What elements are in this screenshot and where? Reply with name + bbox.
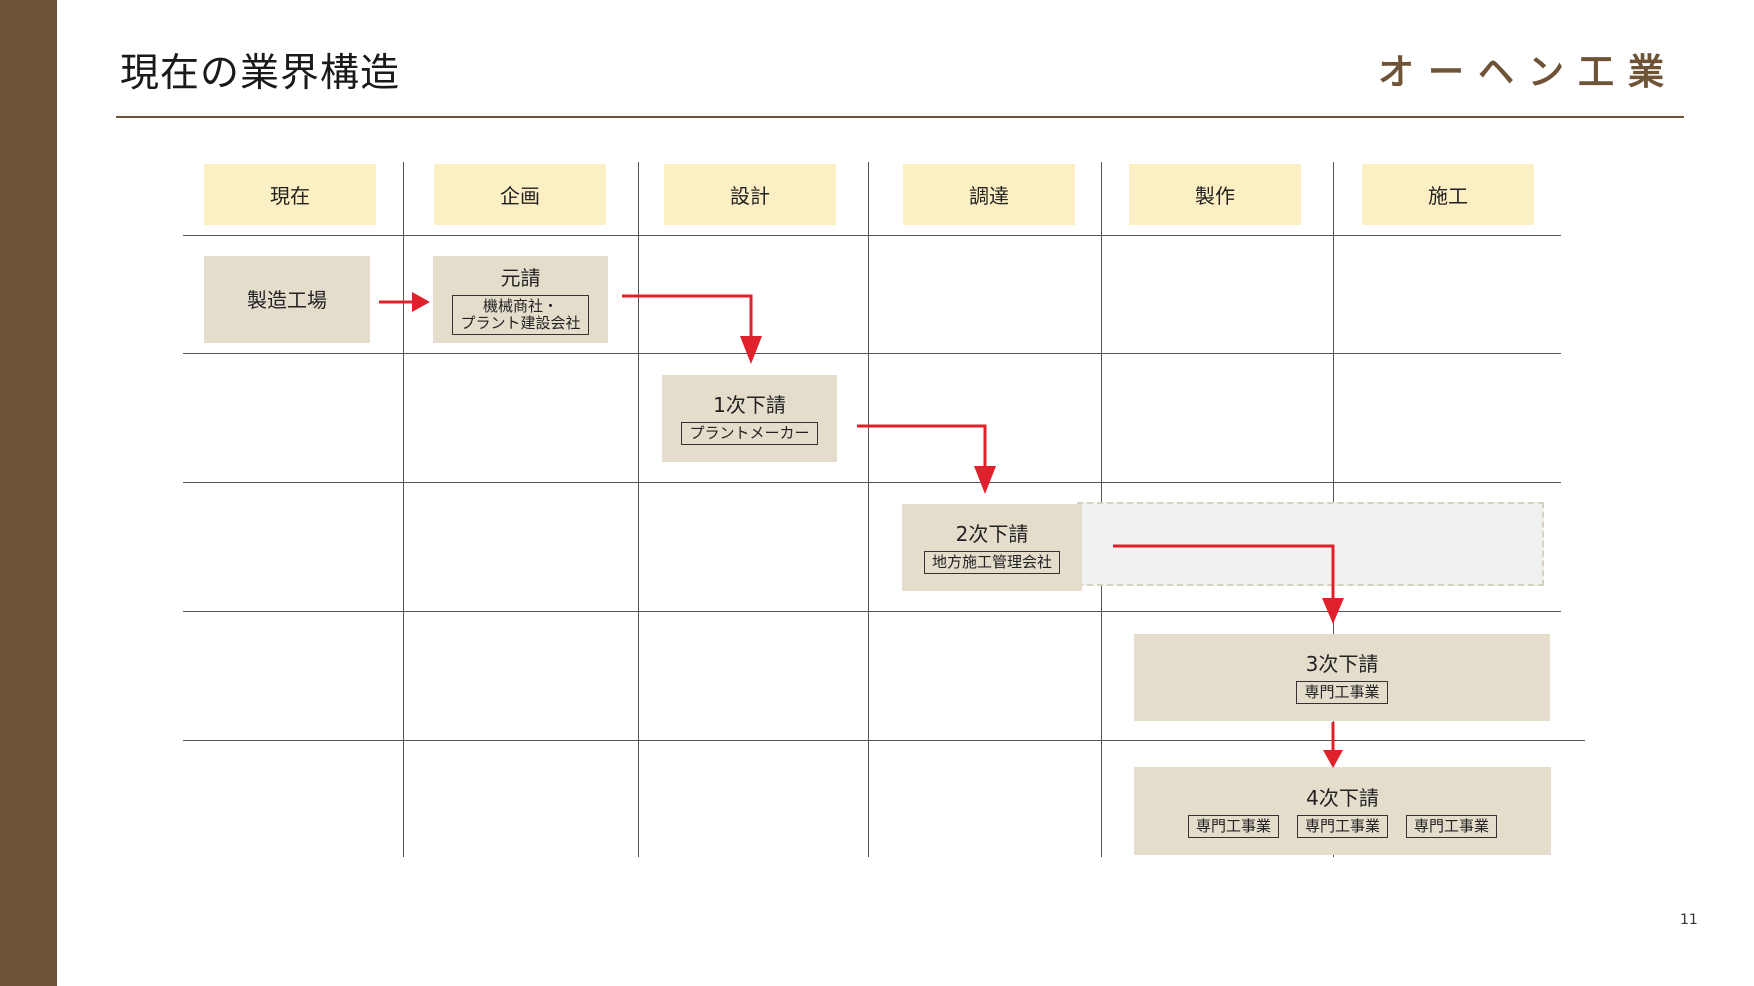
title-divider xyxy=(116,116,1684,118)
phase-header: 調達 xyxy=(903,164,1075,225)
tier2-sub-label: 地方施工管理会社 xyxy=(923,551,1060,574)
tier1-box: 1次下請 プラントメーカー xyxy=(662,375,837,462)
tier3-sub-label: 専門工事業 xyxy=(1296,681,1388,704)
prime-label: 元請 xyxy=(500,265,541,290)
sidebar-band xyxy=(0,0,57,986)
tier4-sub-row: 専門工事業 専門工事業 専門工事業 xyxy=(1187,814,1498,838)
grid-hline xyxy=(183,611,1561,612)
arrow-head xyxy=(412,292,430,312)
phase-header: 企画 xyxy=(434,164,606,225)
tier4-sub-label: 専門工事業 xyxy=(1406,814,1498,838)
tier4-sub-label: 専門工事業 xyxy=(1296,814,1388,838)
arrow-head xyxy=(740,336,762,364)
tier2-box: 2次下請 地方施工管理会社 xyxy=(902,504,1082,591)
phase-header: 施工 xyxy=(1362,164,1534,225)
phase-header: 現在 xyxy=(204,164,376,225)
phase-header: 製作 xyxy=(1129,164,1301,225)
origin-label: 製造工場 xyxy=(247,287,327,312)
arrow-prime-to-tier1 xyxy=(622,294,753,340)
tier4-sub-label: 専門工事業 xyxy=(1187,814,1279,838)
grid-vline xyxy=(638,162,639,857)
tier3-label: 3次下請 xyxy=(1305,652,1379,676)
tier2-range-band xyxy=(1077,502,1544,586)
prime-sub-label: 機械商社・ プラント建設会社 xyxy=(452,294,589,335)
grid-hline xyxy=(183,235,1561,236)
phase-header: 設計 xyxy=(664,164,836,225)
page-title: 現在の業界構造 xyxy=(120,51,401,96)
grid-hline xyxy=(183,740,1585,741)
grid-vline xyxy=(868,162,869,857)
tier1-sub-label: プラントメーカー xyxy=(681,422,818,445)
prime-contractor-box: 元請 機械商社・ プラント建設会社 xyxy=(433,256,608,343)
grid-vline xyxy=(403,162,404,857)
tier2-label: 2次下請 xyxy=(955,522,1029,546)
page-number: 11 xyxy=(1680,912,1698,928)
tier3-box: 3次下請 専門工事業 xyxy=(1134,634,1550,721)
origin-box: 製造工場 xyxy=(204,256,370,343)
tier4-box: 4次下請 専門工事業 専門工事業 専門工事業 xyxy=(1134,767,1551,855)
arrow-tier1-to-tier2 xyxy=(857,424,987,470)
tier4-label: 4次下請 xyxy=(1306,785,1379,810)
grid-hline xyxy=(183,482,1561,483)
brand-logo: オーヘン工業 xyxy=(1377,52,1678,93)
arrow-head xyxy=(974,466,996,494)
grid-hline xyxy=(183,353,1561,354)
tier1-label: 1次下請 xyxy=(713,393,786,417)
